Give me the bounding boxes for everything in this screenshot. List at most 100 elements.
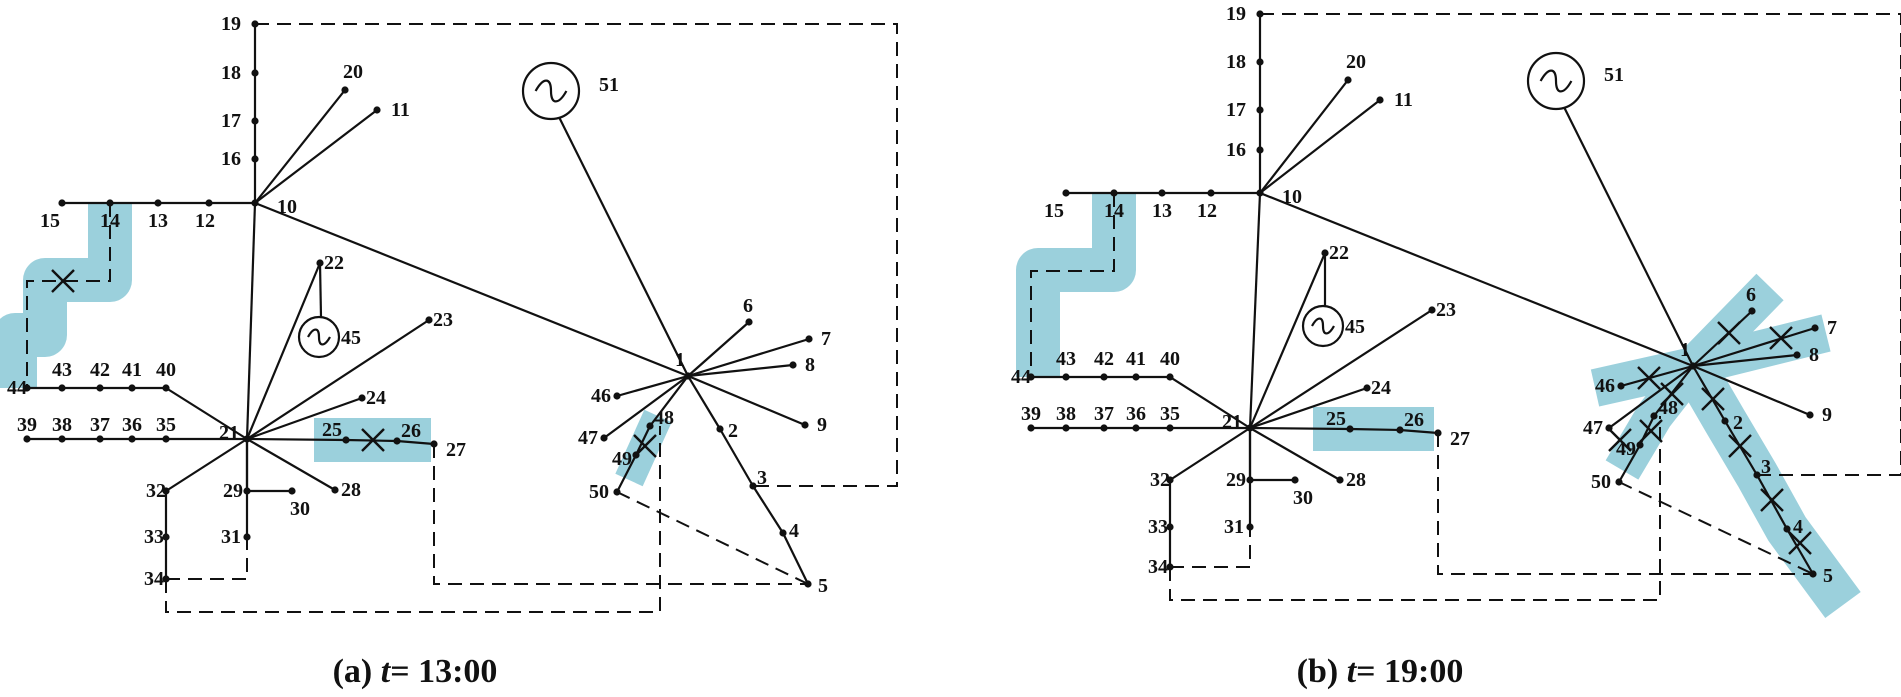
bus-label-5: 5 <box>818 575 828 597</box>
bus-node-34 <box>1166 563 1174 571</box>
bus-label-39: 39 <box>17 414 37 436</box>
fault-mark <box>1769 326 1793 350</box>
bus-node-25 <box>1346 425 1354 433</box>
tie-line <box>1169 416 1661 601</box>
bus-label-16: 16 <box>1226 139 1246 161</box>
bus-node-39 <box>23 435 31 443</box>
branch-1-9 <box>1692 364 1811 417</box>
bus-node-28 <box>331 486 339 494</box>
bus-node-18 <box>1256 58 1264 66</box>
branch-21-32 <box>1169 427 1251 481</box>
bus-node-43 <box>58 384 66 392</box>
bus-node-28 <box>1336 476 1344 484</box>
bus-label-16: 16 <box>221 148 241 170</box>
bus-node-17 <box>251 117 259 125</box>
bus-node-22 <box>316 259 324 267</box>
tie-line <box>1170 527 1251 568</box>
bus-node-29 <box>1246 476 1254 484</box>
bus-label-14: 14 <box>100 210 120 232</box>
bus-label-33: 33 <box>1148 516 1168 538</box>
bus-node-23 <box>425 316 433 324</box>
bus-label-27: 27 <box>446 439 466 461</box>
bus-node-6 <box>745 318 753 326</box>
bus-node-32 <box>1166 476 1174 484</box>
bus-label-42: 42 <box>90 359 110 381</box>
bus-node-50 <box>1615 478 1623 486</box>
fault-mark <box>1660 382 1684 406</box>
bus-node-26 <box>393 437 401 445</box>
bus-label-40: 40 <box>1160 348 1180 370</box>
tie-line <box>165 426 661 613</box>
sine-wave-icon <box>307 328 331 346</box>
branch-10-11 <box>254 109 378 204</box>
bus-node-38 <box>1062 424 1070 432</box>
bus-node-3 <box>1753 471 1761 479</box>
fault-mark <box>51 269 75 293</box>
bus-label-39: 39 <box>1021 403 1041 425</box>
branch-1-6 <box>687 321 750 377</box>
bus-node-9 <box>1806 411 1814 419</box>
bus-node-26 <box>1396 426 1404 434</box>
bus-node-4 <box>779 529 787 537</box>
bus-node-29 <box>243 487 251 495</box>
tie-line <box>1618 481 1814 575</box>
tie-line <box>1260 13 1901 476</box>
bus-label-15: 15 <box>40 210 60 232</box>
bus-label-50: 50 <box>589 481 609 503</box>
bus-label-18: 18 <box>221 62 241 84</box>
bus-node-22 <box>1321 249 1329 257</box>
bus-node-38 <box>58 435 66 443</box>
bus-node-5 <box>1809 570 1817 578</box>
bus-label-34: 34 <box>1148 556 1168 578</box>
bus-label-49: 49 <box>1616 438 1636 460</box>
bus-label-9: 9 <box>1822 404 1832 426</box>
bus-node-3 <box>749 482 757 490</box>
bus-node-40 <box>1166 373 1174 381</box>
bus-label-26: 26 <box>401 420 421 442</box>
tie-line <box>26 203 111 388</box>
bus-label-23: 23 <box>1436 299 1456 321</box>
bus-node-10 <box>251 199 259 207</box>
tie-line <box>1030 193 1115 377</box>
bus-label-13: 13 <box>148 210 168 232</box>
bus-label-41: 41 <box>1126 348 1146 370</box>
bus-node-34 <box>162 575 170 583</box>
bus-label-43: 43 <box>52 359 72 381</box>
branch-48-49 <box>635 425 651 456</box>
branch-3-4 <box>752 485 784 534</box>
bus-label-9: 9 <box>817 414 827 436</box>
bus-node-8 <box>789 361 797 369</box>
bus-label-36: 36 <box>122 414 142 436</box>
branch-10-11 <box>1259 99 1381 194</box>
bus-node-44 <box>23 384 31 392</box>
branch-21-28 <box>246 438 336 491</box>
bus-node-13 <box>1158 189 1166 197</box>
bus-label-32: 32 <box>146 480 166 502</box>
bus-label-18: 18 <box>1226 51 1246 73</box>
bus-label-15: 15 <box>1044 200 1064 222</box>
bus-label-13: 13 <box>1152 200 1172 222</box>
generator-45-label: 45 <box>1345 316 1365 338</box>
branch-51-1 <box>1561 102 1694 367</box>
bus-node-5 <box>804 580 812 588</box>
faulted-area-highlight <box>0 203 132 388</box>
bus-label-12: 12 <box>1197 200 1217 222</box>
tie-line <box>433 444 808 585</box>
bus-label-44: 44 <box>7 377 27 399</box>
bus-node-14 <box>106 199 114 207</box>
bus-node-20 <box>341 86 349 94</box>
branch-1-2 <box>687 375 721 430</box>
bus-node-15 <box>1062 189 1070 197</box>
bus-node-41 <box>1132 373 1140 381</box>
bus-label-25: 25 <box>1326 408 1346 430</box>
branch-21-24 <box>246 396 363 441</box>
tie-line <box>1437 433 1813 575</box>
bus-node-31 <box>1246 523 1254 531</box>
bus-label-11: 11 <box>1394 89 1413 111</box>
bus-node-25 <box>342 436 350 444</box>
branch-1-47 <box>1608 365 1694 429</box>
bus-label-27: 27 <box>1450 428 1470 450</box>
bus-label-14: 14 <box>1104 200 1124 222</box>
sine-wave-icon <box>1539 69 1573 93</box>
